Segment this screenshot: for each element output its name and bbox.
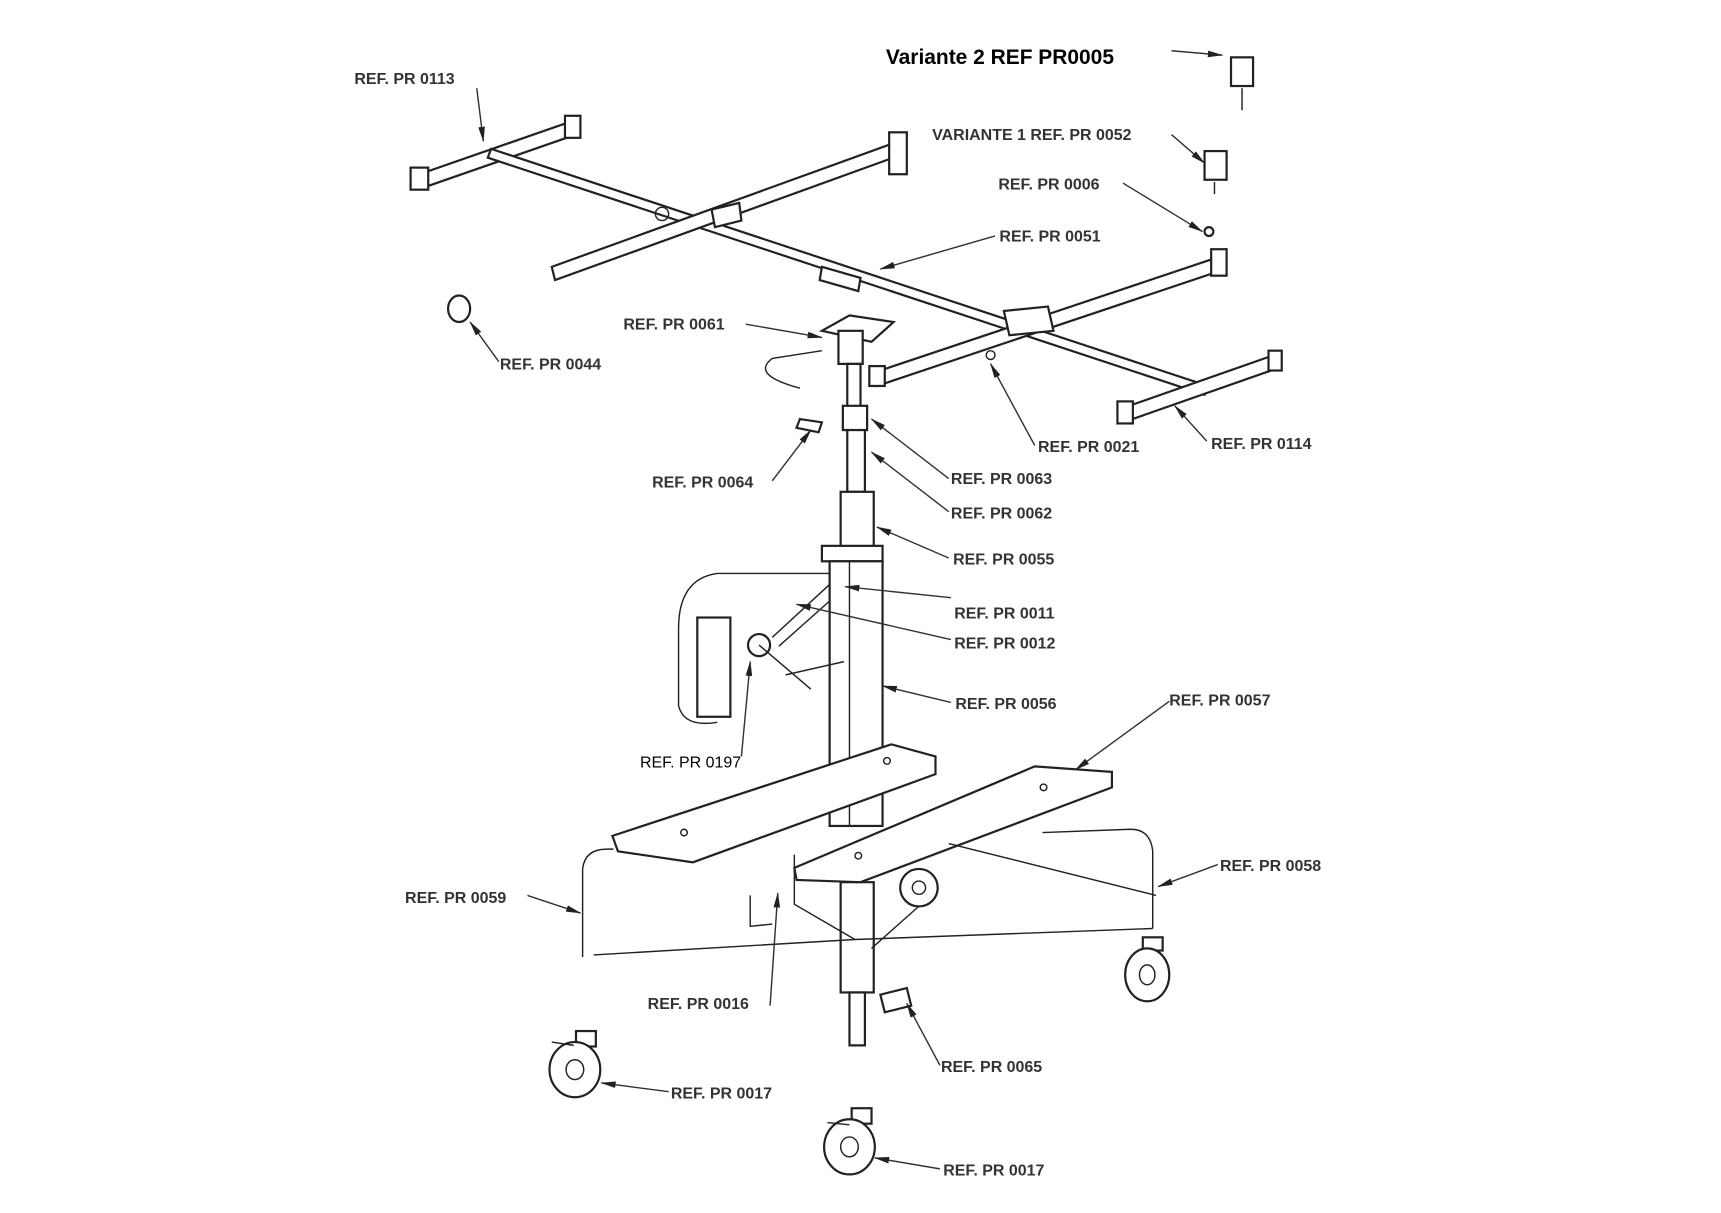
label-pr0113: REF. PR 0113: [354, 71, 454, 88]
label-pr0065: REF. PR 0065: [941, 1059, 1042, 1076]
wheel-left-1: [548, 1029, 602, 1099]
leader-lines: [469, 50, 1224, 1170]
label-pr0058: REF. PR 0058: [1220, 858, 1321, 875]
label-pr0012: REF. PR 0012: [954, 635, 1055, 652]
label-pr0006: REF. PR 0006: [998, 177, 1099, 194]
label-pr0059: REF. PR 0059: [405, 890, 506, 907]
label-pr0063: REF. PR 0063: [951, 471, 1052, 488]
top-frame: [409, 114, 1283, 425]
label-pr0064: REF. PR 0064: [652, 474, 753, 491]
label-pr0044: REF. PR 0044: [500, 356, 601, 373]
small-parts: [446, 56, 1255, 434]
label-pr0197: REF. PR 0197: [640, 754, 741, 771]
wheel-right: [1124, 936, 1171, 1003]
label-pr0062: REF. PR 0062: [951, 505, 1052, 522]
variant-2-title: Variante 2 REF PR0005: [886, 46, 1114, 69]
wheels: [548, 936, 1171, 1176]
label-pr0017-b: REF. PR 0017: [943, 1163, 1044, 1180]
label-pr0056: REF. PR 0056: [955, 696, 1056, 713]
label-pr0017-a: REF. PR 0017: [671, 1085, 772, 1102]
label-pr0061: REF. PR 0061: [623, 317, 724, 334]
wheel-left-2: [823, 1107, 876, 1176]
label-pr0051: REF. PR 0051: [999, 228, 1100, 245]
label-pr0114: REF. PR 0114: [1211, 436, 1311, 453]
label-pr0057: REF. PR 0057: [1169, 693, 1270, 710]
benches: [610, 743, 1114, 884]
base-frame: [581, 828, 1157, 958]
label-pr0021: REF. PR 0021: [1038, 439, 1139, 456]
label-pr0016: REF. PR 0016: [648, 996, 749, 1013]
winch: [677, 572, 845, 725]
column: [764, 314, 913, 1047]
label-pr0052: VARIANTE 1 REF. PR 0052: [932, 127, 1131, 144]
label-pr0055: REF. PR 0055: [953, 552, 1054, 569]
label-pr0011: REF. PR 0011: [954, 606, 1054, 623]
